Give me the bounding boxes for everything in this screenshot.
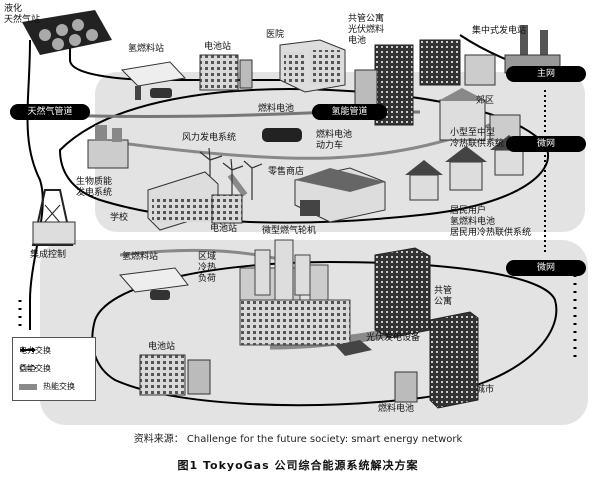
power-loop-upper	[58, 88, 550, 224]
figure-caption: 图1 TokyoGas 公司综合能源系统解决方案	[177, 459, 419, 472]
city-tower-illustration	[394, 311, 479, 409]
retail-store-illustration	[294, 167, 386, 223]
natural-gas-pipeline-badge: 天然气管道	[10, 104, 90, 120]
label-battery-station-bottom: 电池站	[148, 342, 176, 352]
h2-station-bottom-illustration	[119, 267, 189, 300]
micro-grid-badge-1: 微网	[506, 136, 586, 152]
label-pv-equipment: 光伏发电设备	[366, 333, 421, 343]
control-tower-illustration	[31, 189, 76, 246]
label-apartment-bottom: 共管公寓	[434, 286, 453, 307]
hydrogen-route-lower	[119, 248, 291, 264]
power-line-left	[26, 39, 44, 330]
label-lpg-station: 液化天然气站	[4, 4, 41, 25]
label-residential: 居民用户氢燃料电池居民用冷热联供系统	[450, 206, 532, 238]
battery-station-bottom-illustration	[139, 354, 211, 396]
hydrogen-pipeline-badge: 氢能管道	[312, 104, 387, 120]
suburb-buildings	[439, 88, 521, 141]
label-suburb: 郊区	[476, 96, 495, 106]
label-battery-station-top: 电池站	[204, 42, 232, 52]
double-arrow-outline-icon	[19, 364, 37, 370]
central-plant-illustration	[419, 25, 561, 86]
label-fuel-cell-bottom: 燃料电池	[378, 404, 415, 414]
diagram-canvas	[9, 10, 588, 425]
main-grid-badge: 主网	[506, 66, 586, 82]
battery-station-top-illustration	[199, 54, 253, 91]
label-city: 城市	[476, 385, 495, 395]
legend-power: 电力交换	[19, 346, 51, 356]
label-h2-station-bottom: 氢燃料站	[122, 252, 159, 262]
double-arrow-icon	[20, 347, 36, 352]
legend-heat: 热能交换	[19, 382, 75, 392]
label-retail: 零售商店	[268, 167, 305, 177]
label-hospital: 医院	[266, 30, 285, 40]
label-biomass: 生物质能发电系统	[76, 177, 113, 198]
apartment-bottom-illustration	[374, 247, 431, 339]
micro-grid-badge-2: 微网	[506, 260, 586, 276]
label-school: 学校	[110, 213, 129, 223]
label-fc-vehicle: 燃料电池动力车	[316, 130, 353, 151]
label-integrated-control: 集成控制	[30, 250, 67, 260]
label-regional-load: 区域冷热负荷	[198, 252, 217, 284]
label-central-plant: 集中式发电站	[472, 26, 527, 36]
label-wind-power: 风力发电系统	[182, 133, 237, 143]
pv-equipment-illustration	[335, 340, 372, 356]
energy-system-diagram: 液化天然气站 氢燃料站 电池站 医院 共管公寓光伏燃料电池 集中式发电站 天然气…	[4, 4, 588, 425]
label-apartment-top: 共管公寓光伏燃料电池	[348, 14, 385, 46]
lpg-station-illustration	[22, 10, 112, 55]
battery-station-mid-illustration	[211, 194, 243, 224]
h2-station-top-illustration	[120, 61, 187, 100]
label-fuel-cell-top: 燃料电池	[258, 104, 295, 114]
label-h2-station-top: 氢燃料站	[128, 44, 165, 54]
label-micro-turbine: 微型燃气轮机	[262, 226, 317, 236]
legend-heat-label: 热能交换	[43, 382, 75, 391]
fc-vehicle-illustration	[262, 128, 302, 142]
label-chp-small: 小型至中型冷热联供系统	[450, 128, 505, 149]
source-caption: 资料来源： Challenge for the future society: …	[133, 434, 463, 445]
city-cluster-illustration	[239, 239, 351, 346]
legend-hydrogen: 氢能交换	[19, 364, 51, 374]
hospital-illustration	[279, 39, 346, 93]
legend: 电力交换 氢能交换 热能交换	[12, 337, 96, 401]
biomass-plant-illustration	[87, 125, 129, 169]
heat-bar-icon	[19, 383, 37, 390]
label-battery-station-mid: 电池站	[210, 224, 238, 234]
